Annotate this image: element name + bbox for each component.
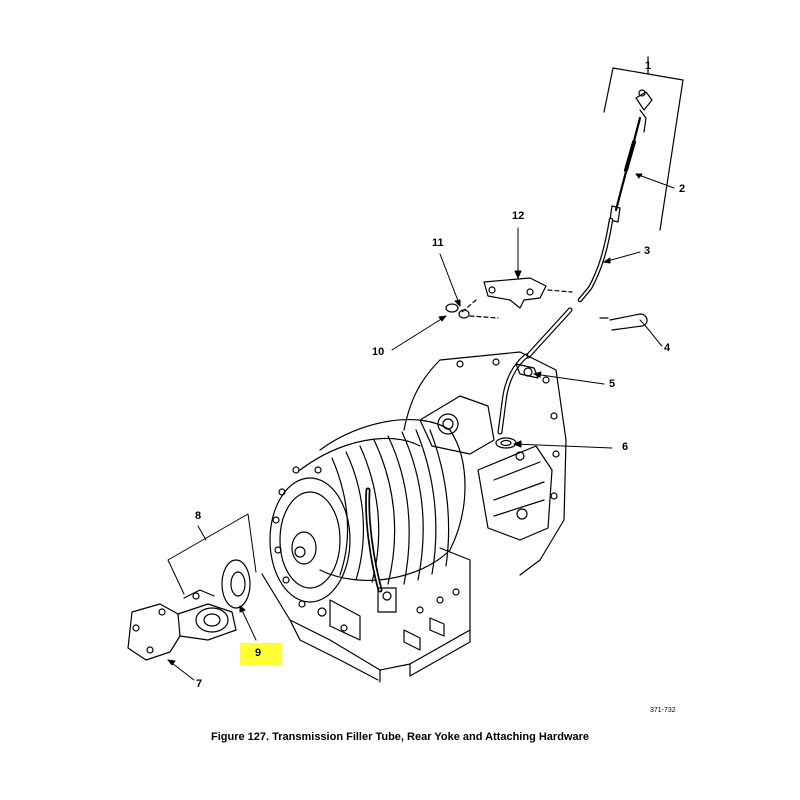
callout-12: 12 bbox=[512, 210, 525, 222]
callout-10: 10 bbox=[372, 346, 385, 358]
flange-seal-part bbox=[221, 559, 251, 609]
callout-9: 9 bbox=[255, 647, 262, 659]
figure-caption: Figure 127. Transmission Filler Tube, Re… bbox=[211, 731, 589, 743]
rear-yoke-part bbox=[127, 589, 237, 661]
callout-11: 11 bbox=[432, 237, 444, 249]
u-bolt-part bbox=[599, 313, 648, 331]
callout-4: 4 bbox=[664, 342, 671, 354]
callout-9-highlight bbox=[240, 643, 282, 665]
callout-8: 8 bbox=[195, 510, 202, 522]
callout-6: 6 bbox=[622, 441, 629, 453]
leader-lines bbox=[167, 173, 675, 681]
callout-2: 2 bbox=[679, 183, 686, 195]
callout-5: 5 bbox=[609, 378, 616, 390]
drawing-number: 371-732 bbox=[650, 707, 676, 714]
bracket-hardware bbox=[445, 277, 573, 319]
dipstick-assembly bbox=[495, 56, 684, 449]
transmission-housing bbox=[261, 351, 567, 683]
callout-3: 3 bbox=[644, 245, 651, 257]
callout-7: 7 bbox=[196, 678, 203, 690]
callout-1: 1 bbox=[645, 60, 652, 72]
